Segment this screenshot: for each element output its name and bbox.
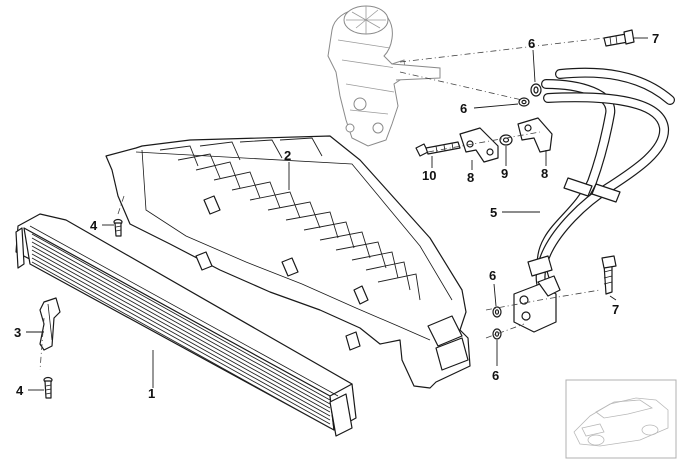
alignment-centerline-screw: [117, 195, 125, 215]
callout-8-right: 8: [541, 166, 548, 181]
callout-7-top: 7: [652, 31, 659, 46]
hose-clamp-left: [459, 127, 499, 163]
bolt-m10: [415, 141, 461, 157]
callout-4-lower: 4: [16, 383, 24, 398]
leader-6a: [532, 49, 536, 83]
banjo-bolt-lower: [601, 255, 617, 295]
vehicle-thumbnail: [565, 379, 677, 459]
callout-8-left: 8: [467, 170, 474, 185]
alignment-centerline-bracket: [39, 317, 45, 371]
seal-ring-mid: [492, 306, 502, 318]
callout-2: 2: [284, 148, 291, 163]
hose-clamp-right: [517, 117, 553, 153]
shroud-ribs: [159, 137, 421, 301]
alignment-centerline-clamp: [427, 131, 541, 153]
callout-6-upper: 6: [460, 101, 467, 116]
screw-lower: [43, 376, 53, 399]
callout-1: 1: [148, 386, 155, 401]
oil-cooler-hoses: [513, 67, 675, 333]
callout-4-upper: 4: [90, 218, 98, 233]
screw-upper: [113, 218, 123, 237]
oil-cooler-radiator: [15, 213, 357, 437]
callout-7-lower: 7: [612, 302, 619, 317]
banjo-bolt-top: [603, 29, 635, 47]
alignment-centerline-union: [485, 289, 601, 311]
power-steering-pump-illustration: [327, 5, 441, 147]
callout-9: 9: [501, 166, 508, 181]
cooler-fins: [31, 233, 331, 429]
alignment-centerline-top: [399, 37, 605, 63]
callout-6-low: 6: [492, 368, 499, 383]
oil-cooler-shroud: [105, 135, 471, 389]
cooler-bracket: [39, 297, 61, 351]
seal-ring-upper: [518, 97, 530, 107]
callout-6-mid: 6: [489, 268, 496, 283]
seal-ring-top: [530, 83, 542, 97]
alignment-centerline-pump: [399, 71, 523, 101]
callout-10: 10: [422, 168, 436, 183]
alignment-centerline-union-low: [485, 323, 525, 339]
seal-ring-low: [492, 328, 502, 340]
leader-6b: [473, 103, 519, 109]
leader-6c: [493, 283, 497, 307]
callout-3: 3: [14, 325, 21, 340]
callout-6-top: 6: [528, 36, 535, 51]
leader-7b: [609, 295, 617, 301]
callout-5: 5: [490, 205, 497, 220]
washer-small: [499, 134, 513, 146]
